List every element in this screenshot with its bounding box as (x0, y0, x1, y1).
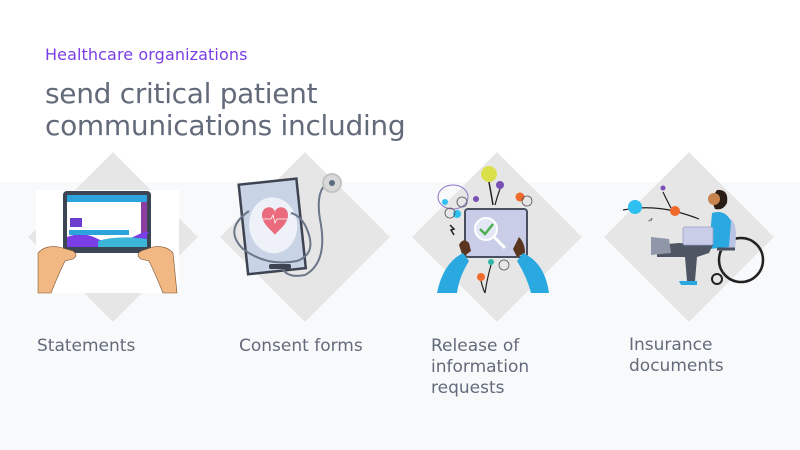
card-label: Consent forms (239, 336, 363, 356)
eyebrow-title: Healthcare organizations (45, 45, 248, 64)
card-statements: Statements (23, 152, 203, 413)
svg-text:⚕: ⚕ (646, 217, 655, 224)
stethoscope-heart-icon (233, 173, 342, 277)
tablet-magnifier-check-icon (437, 166, 549, 294)
card-label: Statements (37, 336, 136, 356)
card-insurance-documents: ⚕ Insurance documents (599, 152, 779, 413)
card-label: Insurance documents (629, 335, 724, 376)
wheelchair-laptop-icon: ⚕ (622, 185, 765, 285)
card-label: Release of information requests (431, 336, 530, 398)
card-consent-forms: Consent forms (215, 152, 395, 413)
tablet-statement-icon (36, 190, 179, 294)
headline: send critical patient communications inc… (45, 77, 406, 142)
card-release-of-information: Release of information requests (407, 152, 587, 413)
